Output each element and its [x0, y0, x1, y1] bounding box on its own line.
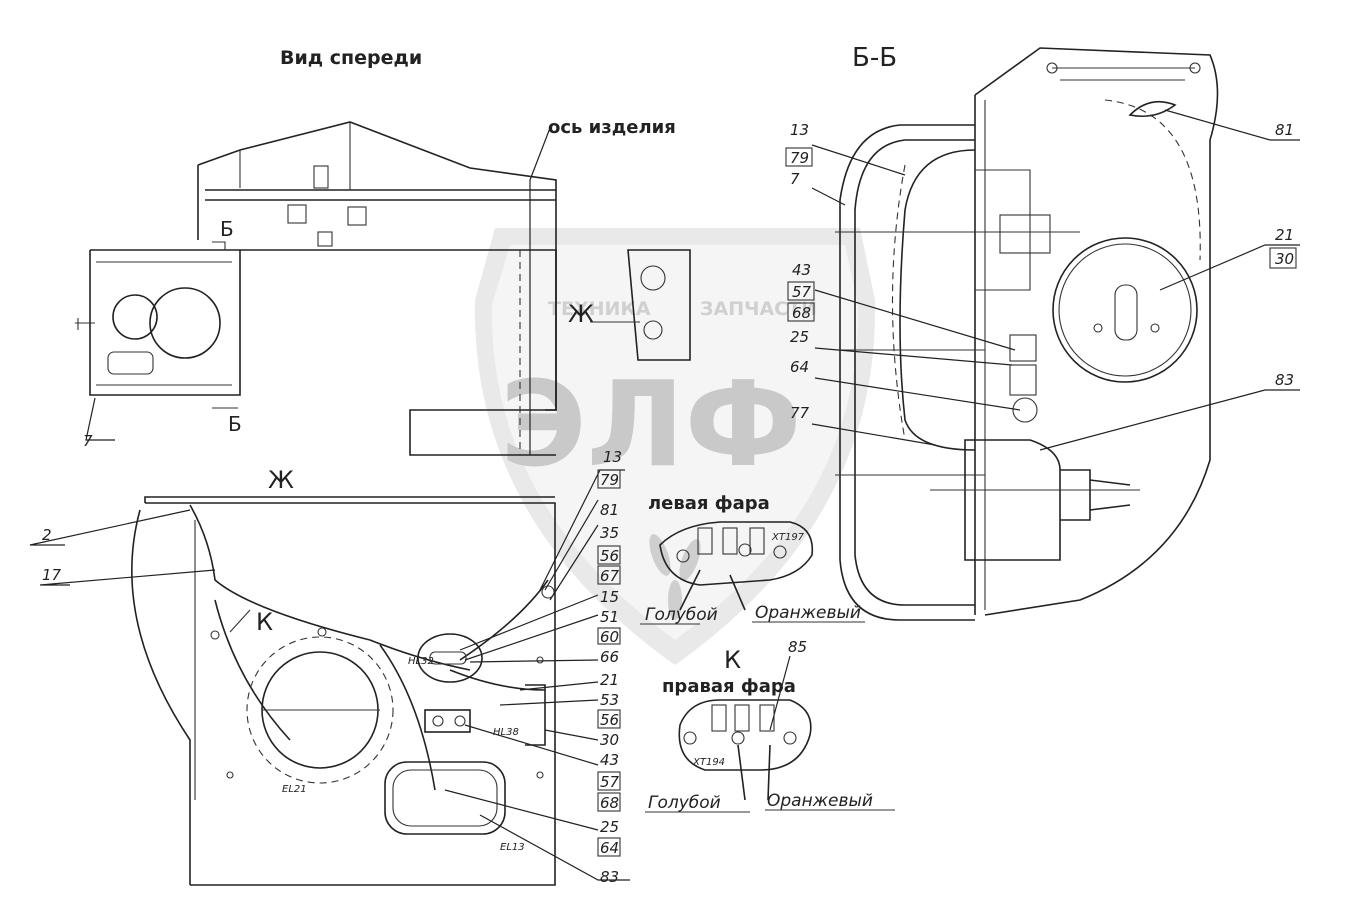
- section-callout-13: 13: [790, 121, 809, 139]
- section-callout-30: 30: [1275, 250, 1294, 268]
- section-callout-68: 68: [792, 304, 811, 322]
- zh-right-callout-column: 13 79 81 35 56 67 15 51 60 66 21 53 56: [444, 448, 630, 886]
- left-wire-orange: Оранжевый: [755, 603, 861, 623]
- section-callout-79: 79: [790, 149, 809, 167]
- el13-designator: EL13: [500, 842, 525, 853]
- zh-callout-43: 43: [600, 751, 619, 769]
- view-k-title: К: [724, 646, 741, 674]
- view-zh-title: Ж: [268, 466, 294, 494]
- zh-callout-81: 81: [600, 501, 619, 519]
- zh-callout-21: 21: [600, 671, 619, 689]
- zh-callout-67: 67: [600, 567, 620, 585]
- zh-callout-25: 25: [600, 818, 619, 836]
- left-headlight-title: левая фара: [648, 493, 770, 514]
- left-headlight-connector: левая фара XT197 Голубой Оранжевый: [640, 493, 865, 625]
- section-callout-81: 81: [1275, 121, 1294, 139]
- zh-callout-57: 57: [600, 773, 620, 791]
- section-callout-7: 7: [790, 170, 800, 188]
- zh-callout-60: 60: [600, 628, 619, 646]
- axis-label: ось изделия: [548, 117, 676, 138]
- zh-callout-56: 56: [600, 547, 619, 565]
- section-mark-bottom: Б: [228, 412, 242, 436]
- section-callout-64: 64: [790, 358, 809, 376]
- front-callout-7: 7: [83, 432, 93, 450]
- zh-callout-51: 51: [600, 608, 619, 626]
- zh-callout-15: 15: [600, 588, 619, 606]
- section-callout-25: 25: [790, 328, 809, 346]
- section-left-callouts: 13 79 7 43 57 68 25 64 77: [785, 121, 1021, 446]
- zh-callout-83: 83: [600, 868, 619, 886]
- zh-callout-13: 13: [603, 448, 622, 466]
- zh-callout-56b: 56: [600, 711, 619, 729]
- zh-callout-68: 68: [600, 794, 619, 812]
- view-zh-arrow-label: Ж: [568, 300, 594, 328]
- zh-callout-30: 30: [600, 731, 619, 749]
- hl32-designator: HL32: [408, 656, 434, 667]
- left-connector-block: XT197: [771, 532, 805, 543]
- right-headlight-title: правая фара: [662, 676, 796, 697]
- hl38-designator: HL38: [493, 727, 519, 738]
- front-view-title: Вид спереди: [280, 47, 422, 69]
- zh-callout-2: 2: [42, 526, 52, 544]
- right-connector-block: XT194: [692, 757, 725, 768]
- zh-callout-17: 17: [42, 566, 62, 584]
- watermark-left-text: ТЕХНИКА: [548, 298, 651, 320]
- el21-designator: EL21: [282, 784, 307, 795]
- right-headlight-connector: К правая фара 85 XT194 Голубой Оранжевый: [645, 638, 895, 813]
- watermark-wheat-icon: [649, 534, 701, 620]
- watermark-logo-text: ЭЛФ: [500, 355, 802, 493]
- section-b-b: 81 21 30 83 13 79 7 43 57 68 25 64 77: [785, 47, 1300, 621]
- section-callout-57: 57: [792, 283, 812, 301]
- right-wire-orange: Оранжевый: [767, 791, 873, 811]
- left-wire-blue: Голубой: [645, 605, 718, 625]
- section-callout-21: 21: [1275, 226, 1294, 244]
- view-zh: Ж EL21 HL32 HL38 EL13 К: [29, 448, 630, 886]
- k-callout-85: 85: [788, 638, 807, 656]
- right-wire-blue: Голубой: [648, 793, 721, 813]
- zh-callout-66: 66: [600, 648, 619, 666]
- section-callout-43: 43: [792, 261, 811, 279]
- front-view: ось изделия Б Б 7 Ж: [75, 117, 691, 456]
- zh-callout-64: 64: [600, 839, 619, 857]
- zh-callout-35: 35: [600, 524, 619, 542]
- watermark-shield: ТЕХНИКА ЗАПЧАСТИ ЭЛФ: [474, 228, 876, 665]
- zh-callout-79: 79: [600, 471, 619, 489]
- section-view-title: Б-Б: [852, 43, 897, 73]
- view-k-callout: К: [256, 608, 273, 636]
- section-callout-83: 83: [1275, 371, 1294, 389]
- section-mark-top: Б: [220, 217, 234, 241]
- zh-callout-53: 53: [600, 691, 619, 709]
- section-callout-77: 77: [790, 404, 810, 422]
